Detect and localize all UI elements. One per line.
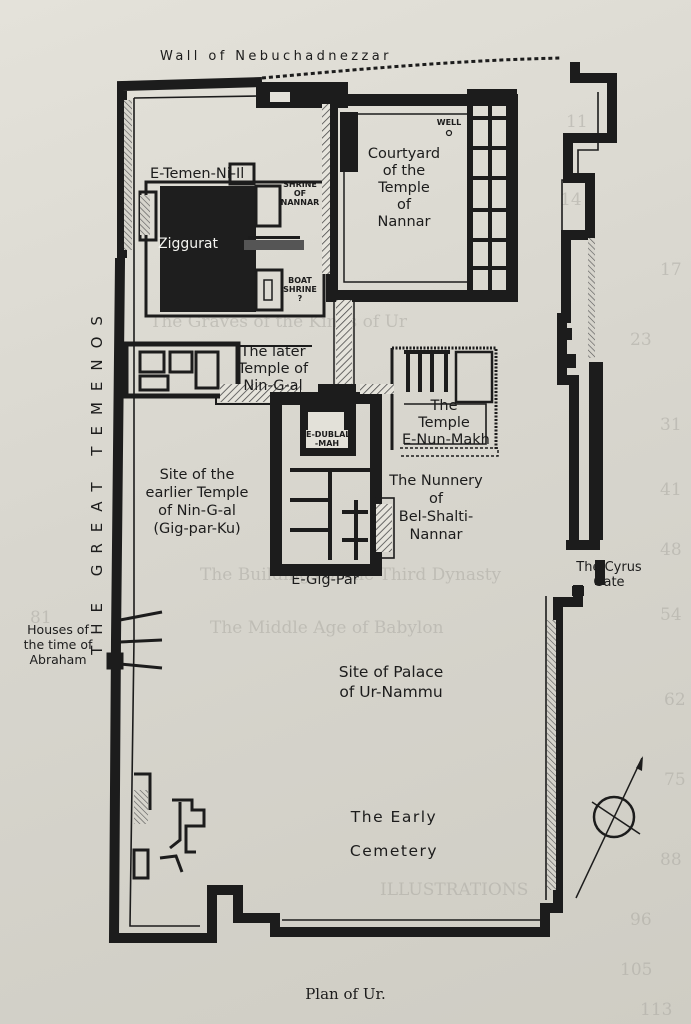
- palace-of-ur-nammu-label: Site of Palace of Ur-Nammu: [338, 663, 444, 701]
- ghost-number: 23: [630, 330, 652, 350]
- wall-hatch: [588, 238, 595, 358]
- ghost-number: 96: [630, 910, 652, 930]
- ziggurat-label: Ziggurat: [158, 236, 218, 252]
- outer-temenos-wall: [108, 56, 617, 943]
- ghost-number: 14: [560, 190, 582, 210]
- houses-of-abraham-label: Houses of the time of Abraham: [23, 622, 93, 667]
- ghost-line: The Middle Age of Babylon: [210, 618, 444, 638]
- north-arrow-compass: [575, 756, 643, 899]
- processional-way-south: [336, 300, 352, 386]
- ghost-number: 88: [660, 850, 682, 870]
- ghost-number: 31: [660, 415, 682, 435]
- south-west-ruins: [132, 772, 206, 880]
- cyrus-gate-label: The Cyrus Gate: [576, 560, 642, 590]
- ghost-number: 62: [664, 690, 686, 710]
- ghost-number: 54: [660, 605, 682, 625]
- wall-of-nebuchadnezzar-label: Wall of Nebuchadnezzar: [160, 49, 392, 64]
- ghost-number: 48: [660, 540, 682, 560]
- courtyard-of-nannar: [326, 89, 518, 302]
- ghost-number: 41: [660, 480, 682, 500]
- early-cemetery-label: The Early Cemetery: [349, 808, 439, 860]
- e-gig-par-label: E-Gig-Par: [291, 572, 359, 588]
- wall-hatch: [124, 100, 132, 250]
- ghost-number: 17: [660, 260, 682, 280]
- ghost-heading: ILLUSTRATIONS: [380, 880, 529, 900]
- wall-hatch: [547, 620, 556, 890]
- later-temple-nin-gal: [123, 341, 312, 405]
- ghost-number: 81: [30, 608, 52, 628]
- houses-of-abraham: [106, 610, 163, 670]
- boat-shrine-label: BOAT SHRINE ?: [283, 276, 317, 303]
- well-label: WELL: [436, 118, 462, 127]
- temple-e-nun-makh: [390, 346, 499, 457]
- ghost-number: 11: [566, 112, 588, 132]
- great-temenos-label: THE GREAT TEMENOS: [88, 305, 107, 655]
- e-gig-par-complex: [270, 384, 395, 576]
- shrine-of-nannar-label: SHRINE OF NANNAR: [280, 180, 320, 207]
- nunnery-label: The Nunnery of Bel-Shalti- Nannar: [389, 473, 483, 543]
- ghost-number: 105: [620, 960, 653, 980]
- e-dublal-mah-label: E-DUBLAL -MAH: [306, 430, 351, 448]
- east-wall-blocks: [560, 328, 584, 596]
- ghost-number: 113: [640, 1000, 673, 1020]
- north-wall-niche: [270, 92, 290, 102]
- courtyard-label: Courtyard of the Temple of Nannar: [367, 146, 441, 230]
- inner-wall-line: [129, 92, 599, 927]
- temple-e-nun-makh-label: The Temple E-Nun-Makh: [402, 398, 490, 448]
- earlier-temple-label: Site of the earlier Temple of Nin-G-al (…: [145, 467, 249, 537]
- ghost-number: 75: [664, 770, 686, 790]
- e-temen-ni-il-label: E-Temen-Ni-Il: [150, 166, 245, 182]
- figure-caption: Plan of Ur.: [305, 985, 386, 1003]
- processional-way: [322, 104, 330, 274]
- hatched-strip: [360, 384, 394, 394]
- ziggurat-terrace: [138, 162, 326, 318]
- later-temple-label: The later Temple of Nin-G-al: [237, 344, 309, 394]
